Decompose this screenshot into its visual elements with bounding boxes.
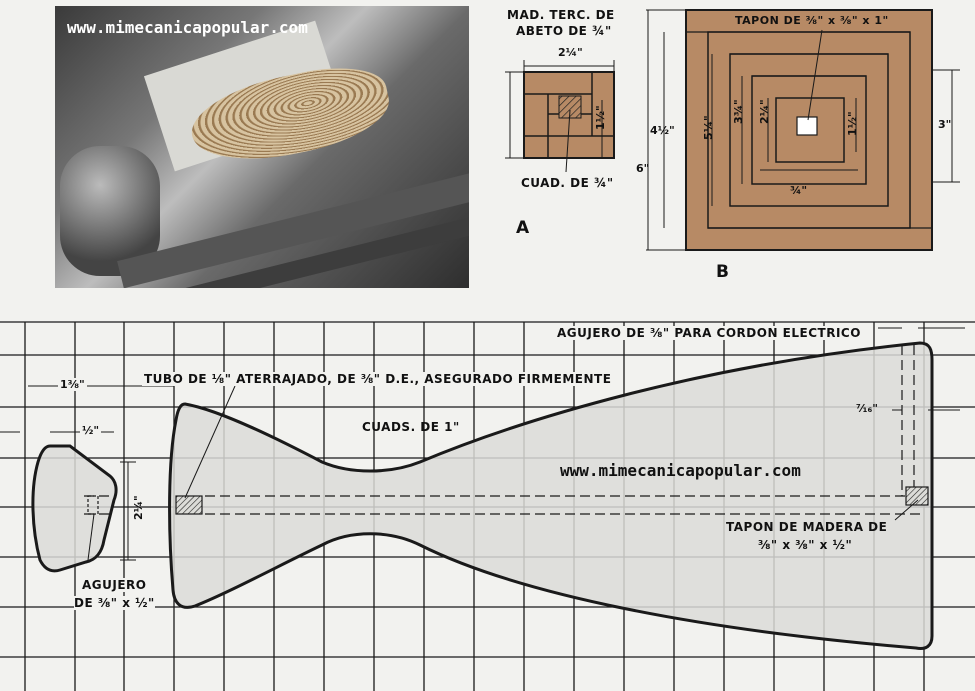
plan-tube-label: TUBO DE ⅛" ATERRAJADO, DE ⅜" D.E., ASEGU…	[142, 372, 614, 386]
figure-a-block	[505, 60, 615, 173]
plan-hole-line2: DE ⅜" x ½"	[74, 596, 155, 610]
plan-dim-1-375: 1⅜"	[58, 378, 87, 391]
plan-dim-7-16: ⁷⁄₁₆"	[856, 402, 879, 415]
fig-a-dim-width: 2¼"	[558, 46, 583, 59]
lathe-photo: www.mimecanicapopular.com	[55, 6, 469, 288]
plan-grid-label: CUADS. DE 1"	[362, 420, 460, 434]
fig-b-dim-0-75: ¾"	[790, 184, 808, 197]
fig-b-dim-2-25: 2¼"	[758, 99, 771, 124]
fig-a-caption: CUAD. DE ¾"	[521, 176, 614, 190]
fig-a-letter: A	[516, 218, 530, 238]
fig-b-dim-3-75: 3¾"	[732, 99, 745, 124]
plan-dim-half: ½"	[80, 424, 102, 437]
cap-hole-section	[87, 495, 99, 515]
fig-b-dim-outer: 6"	[636, 162, 650, 175]
fig-a-dim-inner: 1½"	[594, 105, 607, 130]
plan-plug-line1: TAPON DE MADERA DE	[726, 520, 888, 534]
fig-b-dim-4-5: 4½"	[650, 124, 675, 137]
fig-b-dim-3: 3"	[938, 118, 952, 131]
plan-plug-line2: ⅜" x ⅜" x ½"	[758, 538, 853, 552]
fig-a-title-line2: ABETO DE ¾"	[516, 24, 612, 38]
plan-hole-line1: AGUJERO	[82, 578, 147, 592]
fig-b-plug-label: TAPON DE ⅜" x ⅜" x 1"	[735, 14, 889, 27]
lamp-cap-profile	[31, 444, 118, 573]
threaded-tube-section	[175, 495, 203, 515]
plan-dim-2-25: 2¼"	[132, 495, 145, 520]
photo-watermark: www.mimecanicapopular.com	[67, 18, 308, 37]
fig-b-dim-5-25: 5¼"	[702, 115, 715, 140]
fig-a-title-line1: MAD. TERC. DE	[507, 8, 615, 22]
plan-cord-hole-label: AGUJERO DE ⅜" PARA CORDON ELECTRICO	[555, 326, 863, 340]
fig-b-letter: B	[716, 262, 729, 282]
fig-b-dim-1-5: 1½"	[846, 111, 859, 136]
figure-b-block	[646, 9, 960, 251]
wood-plug-section	[905, 486, 929, 506]
plan-watermark: www.mimecanicapopular.com	[560, 461, 801, 480]
